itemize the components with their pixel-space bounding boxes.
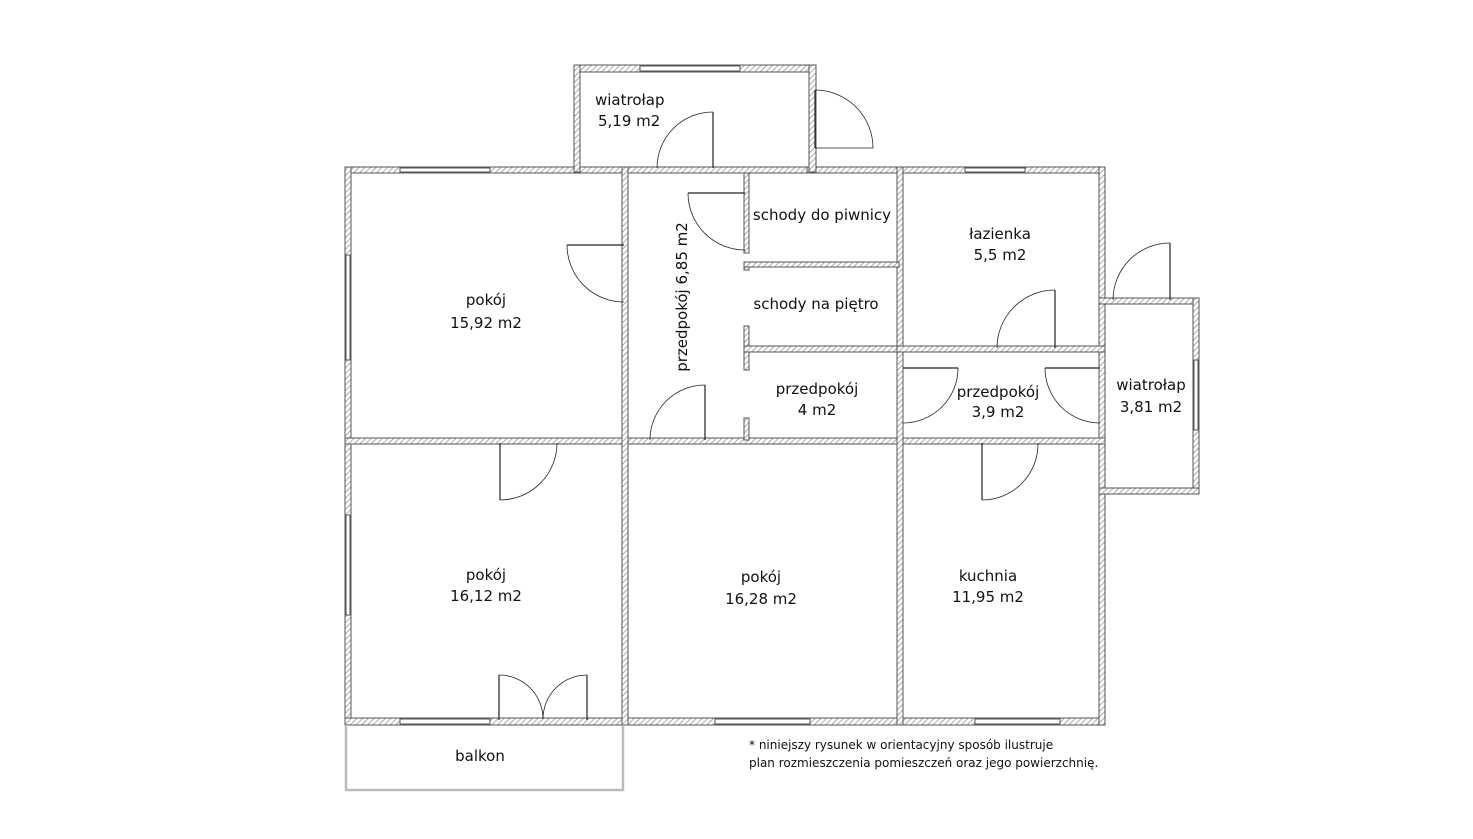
doors <box>498 89 1171 720</box>
wall-stairs-h1 <box>743 261 900 268</box>
window-sw-west <box>345 514 351 616</box>
footnote: * niniejszy rysunek w orientacyjny sposó… <box>749 738 1098 770</box>
wall-east-vestibule-bottom <box>1098 487 1200 495</box>
footnote-line-2: plan rozmieszczenia pomieszczeń oraz jeg… <box>749 756 1098 770</box>
room-name-przedpokoj-east: przedpokój <box>957 383 1040 401</box>
window-nw-north <box>399 167 491 173</box>
room-name-pokoj-nw: pokój <box>466 291 506 309</box>
room-name-przedpokoj-mid: przedpokój <box>776 380 859 398</box>
room-area-pokoj-sw: 16,12 m2 <box>450 587 522 605</box>
room-area-lazienka: 5,5 m2 <box>974 246 1027 264</box>
wall-vestibule-right <box>808 64 817 173</box>
room-area-pokoj-nw: 15,92 m2 <box>450 314 522 332</box>
room-area-przedpokoj-east: 3,9 m2 <box>972 403 1025 421</box>
room-name-wiatrolap-top: wiatrołap <box>595 91 665 109</box>
wall-stairs-left-4 <box>743 417 750 441</box>
wall-west <box>344 166 352 726</box>
walls <box>344 64 1200 726</box>
door-pokoj-sw <box>499 442 558 501</box>
room-name-schody-pietro: schody na piętro <box>753 295 878 313</box>
window-south-3 <box>974 718 1061 725</box>
footnote-line-1: * niniejszy rysunek w orientacyjny sposó… <box>749 738 1053 752</box>
room-name-lazienka: łazienka <box>969 225 1031 243</box>
door-balkon <box>498 674 588 720</box>
room-area-pokoj-s: 16,28 m2 <box>725 590 797 608</box>
room-name-wiatrolap-east: wiatrołap <box>1116 376 1186 394</box>
room-area-przedpokoj-mid: 4 m2 <box>798 401 836 419</box>
room-name-pokoj-s: pokój <box>741 568 781 586</box>
wall-vestibule-left <box>573 64 581 173</box>
door-east-vestibule-outer <box>1112 242 1171 301</box>
window-south-1 <box>399 718 491 725</box>
room-label-przedpokoj-vertical: przedpokój 6,85 m2 <box>673 222 691 372</box>
wall-east <box>1098 166 1106 726</box>
room-area-wiatrolap-east: 3,81 m2 <box>1120 398 1182 416</box>
room-area-kuchnia: 11,95 m2 <box>952 588 1024 606</box>
door-przedpokoj-east-left <box>902 367 959 424</box>
room-name-pokoj-sw: pokój <box>466 566 506 584</box>
room-name-balkon: balkon <box>455 747 505 765</box>
door-pokoj-nw <box>566 244 625 303</box>
window-east-vest <box>1193 359 1199 431</box>
wall-north-vestibule-gap <box>576 166 808 174</box>
wall-mid-horizontal <box>344 437 1106 445</box>
window-south-2 <box>714 718 811 725</box>
windows <box>345 65 1199 725</box>
window-nw-west <box>345 254 351 361</box>
door-przedpokoj-east-right <box>1044 367 1101 424</box>
door-schody-piwnica <box>687 192 746 251</box>
wall-stairs-left-1 <box>743 172 750 254</box>
door-lazienka <box>996 289 1056 349</box>
room-labels: wiatrołap 5,19 m2 pokój 15,92 m2 przedpo… <box>450 91 1186 765</box>
door-vestibule-inner <box>656 111 714 169</box>
wall-east-vestibule-top <box>1098 297 1200 305</box>
door-kuchnia <box>981 442 1039 501</box>
door-vestibule-outer <box>814 89 874 149</box>
wall-north-mid <box>806 166 1106 174</box>
wall-bath-bottom <box>896 345 1106 353</box>
door-przedpokoj-south <box>649 384 706 441</box>
room-name-schody-piwnica: schody do piwnicy <box>753 206 891 224</box>
window-lazienka <box>964 167 1026 173</box>
balcony-outline <box>344 725 625 792</box>
room-area-wiatrolap-top: 5,19 m2 <box>598 112 660 130</box>
room-name-kuchnia: kuchnia <box>959 567 1017 585</box>
window-vest-top <box>639 65 741 72</box>
wall-v-624 <box>621 166 629 726</box>
wall-v-899 <box>896 166 904 726</box>
wall-stairs-h2 <box>743 345 900 353</box>
